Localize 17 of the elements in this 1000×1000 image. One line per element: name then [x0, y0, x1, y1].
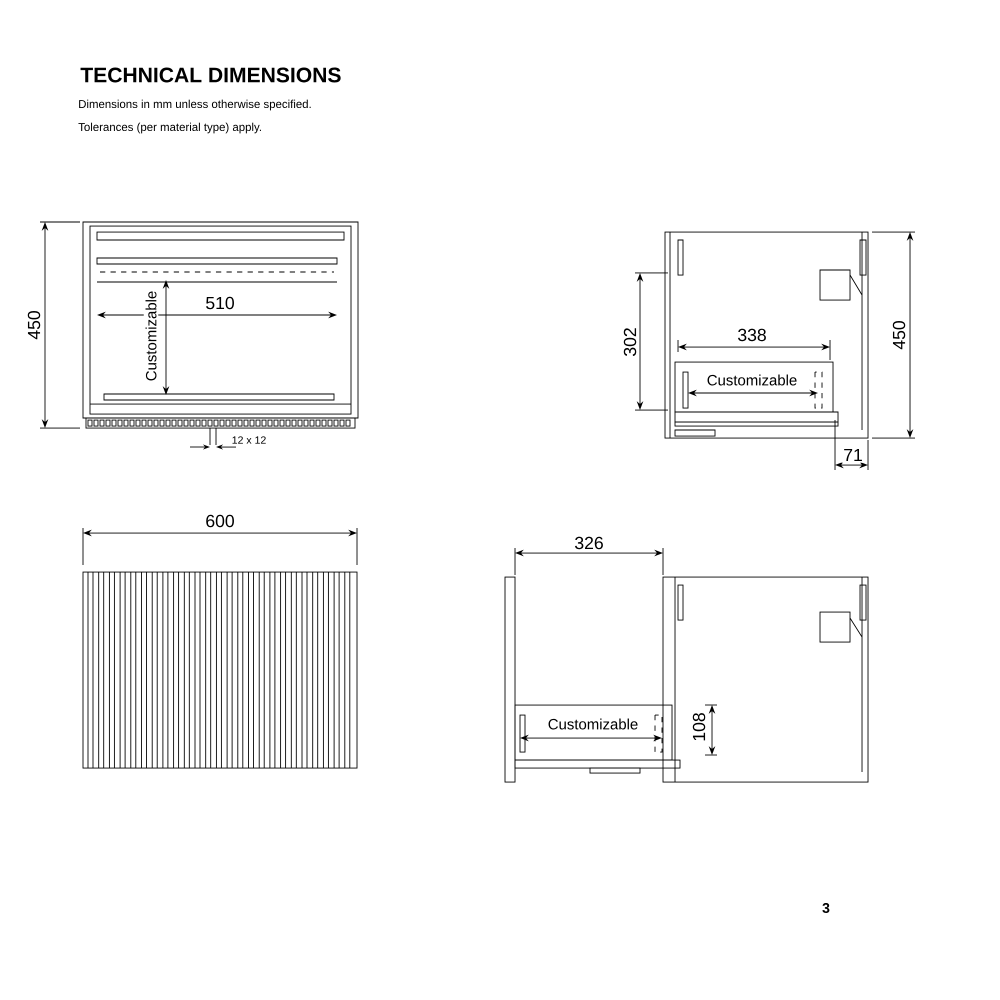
- dimension-label: 450: [26, 308, 42, 342]
- dimension-label: 326: [572, 535, 606, 551]
- dimension-label: 338: [736, 327, 768, 343]
- dimension-label: 302: [622, 326, 638, 358]
- title: TECHNICAL DIMENSIONS: [80, 68, 341, 82]
- dimension-label: 108: [691, 710, 707, 744]
- dimension-label: 450: [891, 318, 907, 352]
- dimension-label: Customizable: [546, 716, 640, 732]
- dimension-label: Customizable: [144, 289, 158, 383]
- dimension-label: 12 x 12: [230, 434, 268, 446]
- dimension-label: 510: [204, 295, 236, 311]
- dimension-label: Customizable: [705, 372, 799, 388]
- note-text: Dimensions in mm unless otherwise specified.: [76, 98, 314, 112]
- note-text: Tolerances (per material type) apply.: [76, 120, 264, 136]
- page-number: 3: [820, 901, 832, 915]
- dimension-label: 71: [841, 447, 865, 463]
- dimension-label: 600: [204, 513, 236, 529]
